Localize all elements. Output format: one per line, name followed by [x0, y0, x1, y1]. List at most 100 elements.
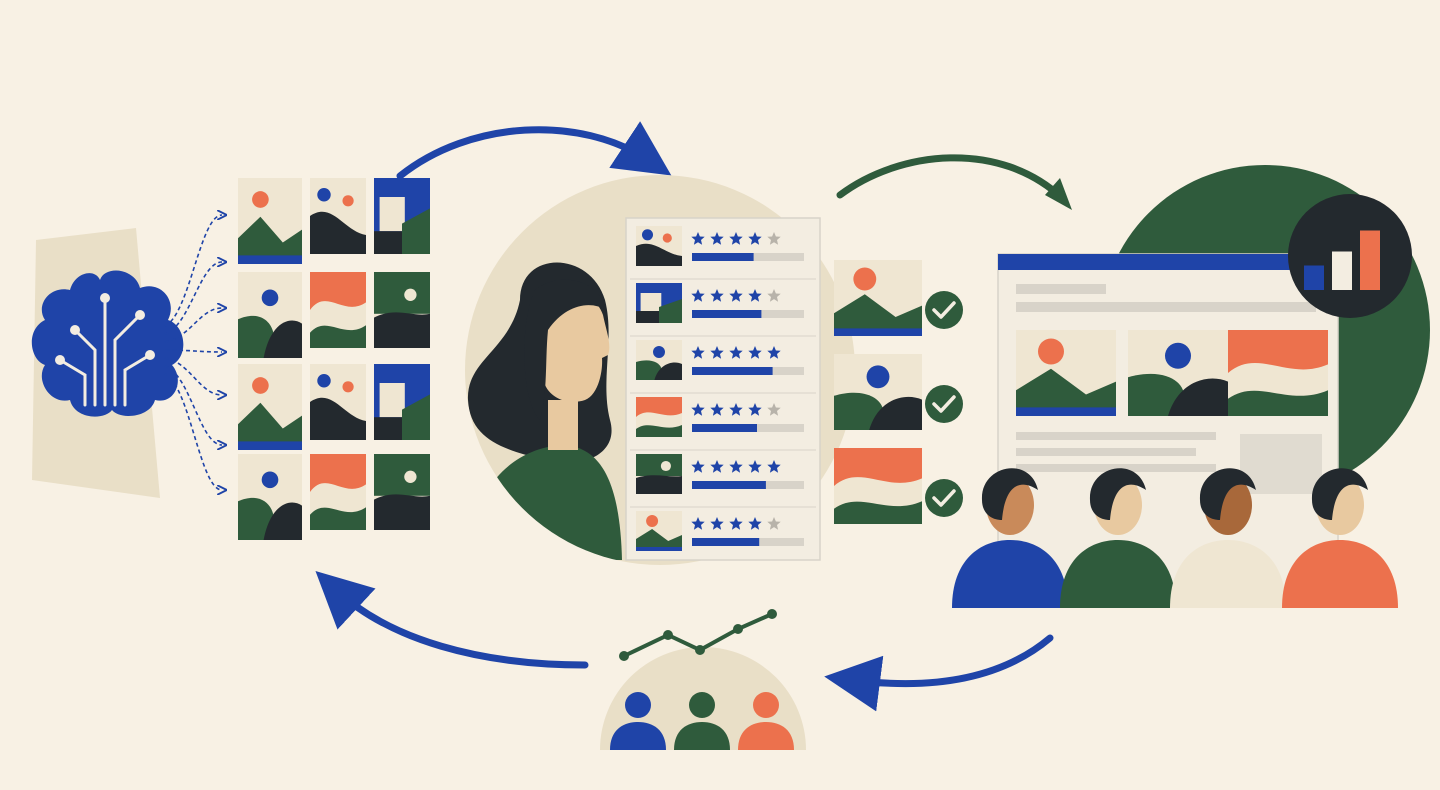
rating-bar-fill [692, 481, 766, 489]
human-review-group [465, 175, 855, 565]
star-rating-icon [691, 289, 705, 302]
cycle-arrow-icon [315, 570, 589, 669]
published-images [1016, 330, 1328, 416]
dashed-connector [164, 350, 222, 352]
person-body [1060, 540, 1176, 608]
landscape-thumbnail-icon [1228, 330, 1328, 416]
bar-chart-icon [1288, 194, 1412, 318]
person-body [1170, 540, 1286, 608]
audience-person [1282, 468, 1398, 608]
person-body [952, 540, 1068, 608]
person-body [1282, 540, 1398, 608]
rating-row [630, 335, 816, 380]
trend-point [733, 624, 743, 634]
cycle-arrow-icon [396, 121, 672, 180]
star-rating-icon [767, 517, 781, 530]
rating-bar-fill [692, 253, 754, 261]
landscape-thumbnail-icon [636, 283, 682, 323]
audience-person [610, 692, 666, 750]
star-rating-icon [767, 403, 781, 416]
person-head [625, 692, 651, 718]
person-hair [1089, 468, 1146, 520]
approved-item [834, 448, 963, 524]
star-rating-icon [767, 460, 781, 473]
trend-point [619, 651, 629, 661]
landscape-thumbnail-icon [310, 454, 366, 530]
star-rating-icon [748, 460, 762, 473]
star-rating-icon [691, 460, 705, 473]
audience-person [1170, 468, 1286, 608]
landscape-thumbnail-icon [310, 364, 366, 440]
people-icon [610, 692, 794, 750]
dashed-connectors [164, 215, 222, 490]
star-rating-icon [748, 289, 762, 302]
checkmark-icon [925, 291, 963, 329]
landscape-thumbnail-icon [374, 272, 430, 348]
audience-person [1060, 468, 1176, 608]
star-rating-icon [767, 346, 781, 359]
trend-point [663, 630, 673, 640]
star-rating-icon [729, 460, 743, 473]
ai-generator-group [31, 215, 222, 498]
star-rating-icon [748, 403, 762, 416]
rating-bar-fill [692, 424, 757, 432]
rating-row [630, 392, 816, 437]
star-rating-icon [691, 403, 705, 416]
dashed-connector [164, 365, 222, 445]
person-body [738, 722, 794, 750]
landscape-thumbnail-icon [238, 272, 302, 358]
browser-title-bar [998, 254, 1338, 270]
star-rating-icon [729, 289, 743, 302]
star-rating-icon [710, 346, 724, 359]
landscape-thumbnail-icon [374, 364, 430, 440]
landscape-thumbnail-icon [834, 448, 922, 524]
star-rating-icon [748, 346, 762, 359]
landscape-thumbnail-icon [310, 178, 366, 254]
star-rating-icon [767, 289, 781, 302]
person-body [674, 722, 730, 750]
dashed-connector [164, 308, 222, 343]
audience-group [952, 468, 1398, 608]
dashed-connector [164, 357, 222, 395]
rating-bar-fill [692, 310, 762, 318]
publish-group [952, 165, 1430, 608]
line-chart-icon [619, 609, 777, 661]
landscape-thumbnail-icon [636, 340, 682, 380]
rating-row [630, 449, 816, 494]
person-hair [1199, 468, 1256, 520]
person-head [689, 692, 715, 718]
generated-images-grid [238, 178, 430, 540]
checkmark-icon [925, 479, 963, 517]
approved-images-list [834, 260, 963, 524]
landscape-thumbnail-icon [374, 454, 430, 530]
landscape-thumbnail-icon [238, 454, 302, 540]
landscape-thumbnail-icon [834, 354, 922, 430]
bar-chart-bar [1332, 251, 1352, 290]
star-rating-icon [710, 403, 724, 416]
dashed-connector [164, 215, 222, 327]
landscape-thumbnail-icon [238, 178, 302, 264]
ratings-panel [625, 217, 821, 561]
rating-row [630, 278, 816, 323]
landscape-thumbnail-icon [636, 397, 682, 437]
star-rating-icon [729, 517, 743, 530]
landscape-thumbnail-icon [310, 272, 366, 348]
landscape-thumbnail-icon [374, 178, 430, 254]
star-rating-icon [710, 232, 724, 245]
star-rating-icon [748, 232, 762, 245]
person-head [753, 692, 779, 718]
star-rating-icon [710, 289, 724, 302]
rating-bar-fill [692, 367, 773, 375]
brain-circuit-icon [31, 270, 184, 417]
star-rating-icon [710, 460, 724, 473]
ratings-list [630, 226, 816, 551]
landscape-thumbnail-icon [238, 364, 302, 450]
audience-person [952, 468, 1068, 608]
star-rating-icon [710, 517, 724, 530]
trend-point [767, 609, 777, 619]
dashed-connector [164, 262, 222, 335]
star-rating-icon [729, 346, 743, 359]
bar-chart-bar [1360, 230, 1380, 290]
